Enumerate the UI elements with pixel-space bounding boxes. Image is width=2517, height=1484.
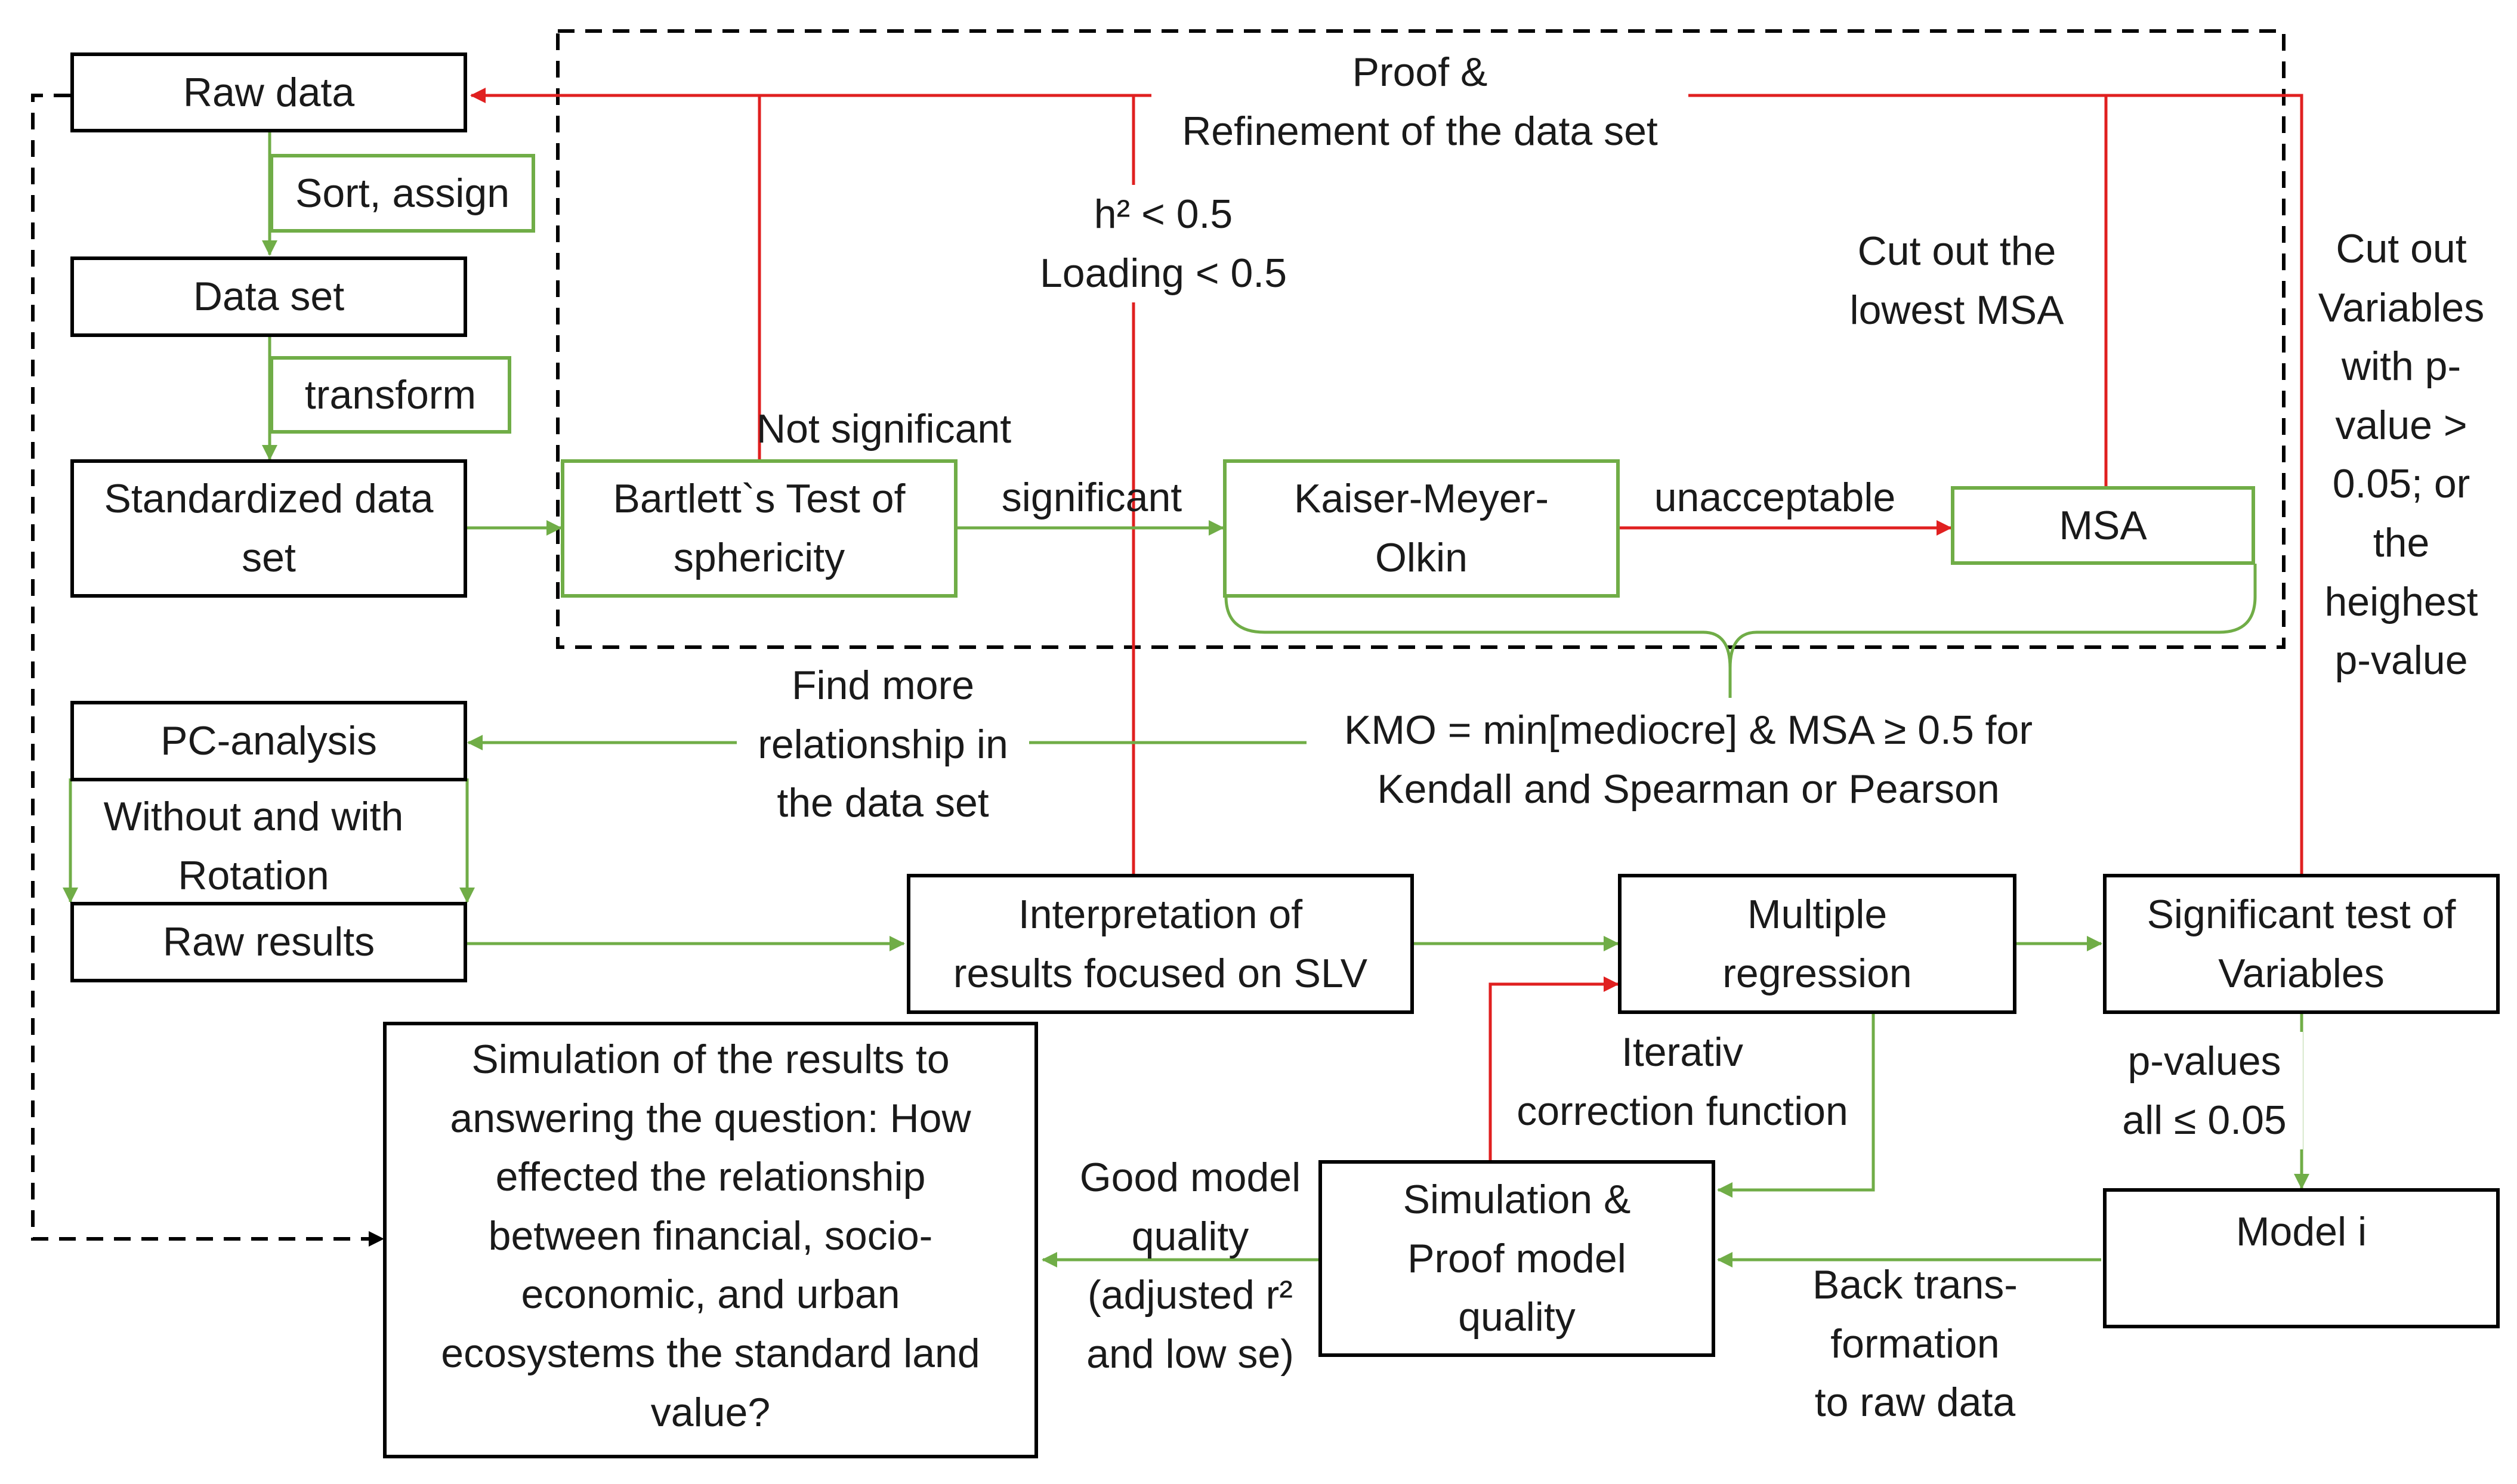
significant-label: significant xyxy=(1001,475,1182,520)
kmo-box: Kaiser-Meyer- Olkin xyxy=(1223,459,1620,598)
simulation-results-box: Simulation of the results to answering t… xyxy=(383,1022,1038,1458)
red-top-line xyxy=(470,88,2303,877)
rotation-label: Without and with Rotation xyxy=(103,794,404,898)
arrow-regression-to-simulation xyxy=(1717,1014,1875,1198)
data-set-box: Data set xyxy=(70,256,467,337)
simulation-proof-box: Simulation & Proof model quality xyxy=(1318,1160,1715,1357)
cut-lowest-msa-label: Cut out the lowest MSA xyxy=(1826,222,2088,340)
raw-data-box: Raw data xyxy=(70,52,467,132)
p-values-label: p-values all ≤ 0.05 xyxy=(2106,1032,2303,1150)
interpretation-box: Interpretation of results focused on SLV xyxy=(907,874,1414,1014)
standardized-data-set-box: Standardized data set xyxy=(70,459,467,598)
raw-results-box: Raw results xyxy=(70,902,467,982)
significant-test-box: Significant test of Variables xyxy=(2103,874,2500,1014)
bartlett-test-box: Bartlett`s Test of sphericity xyxy=(561,459,958,598)
refinement-region xyxy=(556,29,2286,649)
multiple-regression-box: Multiple regression xyxy=(1618,874,2016,1014)
pc-analysis-box: PC-analysis xyxy=(70,701,467,781)
msa-box: MSA xyxy=(1951,486,2255,565)
kmo-msa-brace xyxy=(1224,564,2257,698)
kmo-condition-label: KMO = min[mediocre] & MSA ≥ 0.5 for Kend… xyxy=(1307,701,2070,819)
cut-variables-label: Cut out Variables with p- value > 0.05; … xyxy=(2315,219,2488,690)
h2-loading-label: h² < 0.5 Loading < 0.5 xyxy=(1032,185,1295,303)
proof-refinement-label: Proof & Refinement of the data set xyxy=(1151,43,1688,161)
iterativ-label: Iterativ correction function xyxy=(1517,1029,1848,1134)
not-significant-label: Not significant xyxy=(756,406,1012,452)
good-model-label: Good model quality (adjusted r² and low … xyxy=(1079,1155,1301,1377)
sort-assign-box: Sort, assign xyxy=(270,154,535,233)
transform-box: transform xyxy=(270,356,511,434)
red-simulation-regression-arrow xyxy=(1488,976,1619,1162)
unacceptable-label: unacceptable xyxy=(1654,475,1896,520)
dashed-feedback-arrow xyxy=(31,94,384,1247)
back-transformation-label: Back trans- formation to raw data xyxy=(1812,1262,2018,1426)
find-more-label: Find more relationship in the data set xyxy=(737,656,1029,833)
model-i-box: Model i xyxy=(2103,1188,2500,1328)
